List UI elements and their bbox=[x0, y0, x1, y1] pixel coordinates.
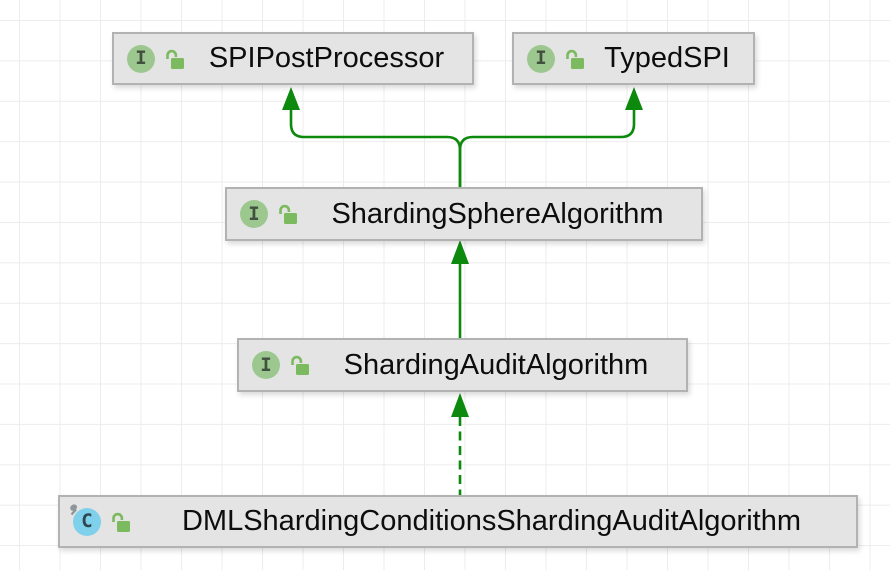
interface-icon: I bbox=[252, 351, 280, 379]
final-class-icon: C bbox=[70, 503, 101, 536]
public-lock-icon bbox=[166, 49, 184, 69]
class-icon-letter: C bbox=[81, 510, 93, 532]
interface-icon: I bbox=[240, 200, 268, 228]
node-label: SPIPostProcessor bbox=[208, 42, 445, 74]
arrowhead-spipostprocessor bbox=[282, 87, 300, 110]
node-typedspi[interactable]: I TypedSPI bbox=[512, 32, 755, 85]
edge-extends-spipostprocessor bbox=[289, 110, 462, 187]
edge-extends-typedspi bbox=[458, 110, 636, 187]
public-lock-icon bbox=[566, 49, 584, 69]
node-dmlshardingconditionsshardingauditalgorithm[interactable]: C DMLShardingConditionsShardingAuditAlgo… bbox=[58, 495, 858, 548]
arrowhead-shardingspherealgorithm bbox=[451, 240, 469, 264]
node-label: ShardingAuditAlgorithm bbox=[343, 348, 649, 381]
interface-icon: I bbox=[527, 44, 555, 73]
node-label: ShardingSphereAlgorithm bbox=[331, 197, 664, 230]
node-spipostprocessor[interactable]: I SPIPostProcessor bbox=[112, 32, 474, 85]
arrowhead-typedspi bbox=[625, 87, 643, 110]
node-label: DMLShardingConditionsShardingAuditAlgori… bbox=[181, 505, 801, 537]
node-shardingauditalgorithm[interactable]: I ShardingAuditAlgorithm bbox=[237, 338, 688, 392]
node-label: TypedSPI bbox=[604, 42, 730, 74]
public-lock-icon bbox=[291, 355, 309, 375]
public-lock-icon bbox=[279, 204, 297, 224]
public-lock-icon bbox=[112, 512, 130, 532]
final-pin-icon bbox=[70, 503, 77, 515]
arrowhead-shardingauditalgorithm bbox=[451, 393, 469, 417]
node-shardingspherealgorithm[interactable]: I ShardingSphereAlgorithm bbox=[225, 187, 703, 241]
interface-icon: I bbox=[127, 44, 155, 73]
